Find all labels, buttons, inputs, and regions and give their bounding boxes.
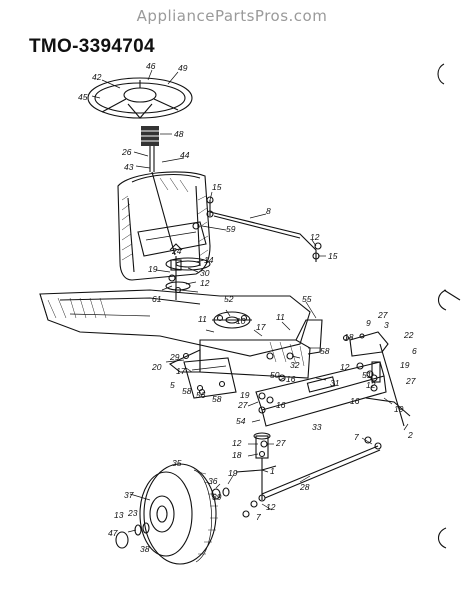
label-19b: 19: [400, 360, 410, 370]
label-19c: 19: [240, 390, 250, 400]
label-8: 8: [266, 206, 271, 216]
label-11a: 11: [198, 314, 207, 324]
label-14: 14: [204, 255, 214, 265]
label-50: 50: [270, 370, 280, 380]
label-11b: 11: [276, 312, 285, 322]
label-5: 5: [170, 380, 175, 390]
label-61: 61: [152, 294, 162, 304]
label-58c: 58: [212, 394, 222, 404]
binder-tick: [443, 289, 461, 301]
label-32: 32: [290, 360, 300, 370]
label-42: 42: [92, 72, 102, 82]
label-49: 49: [178, 63, 188, 73]
label-31: 31: [330, 378, 340, 388]
drag-link[interactable]: [206, 200, 320, 262]
label-35: 35: [172, 458, 182, 468]
label-15b: 15: [328, 251, 338, 261]
label-12c: 12: [340, 362, 350, 372]
front-axle[interactable]: [255, 361, 387, 427]
label-22: 22: [403, 330, 414, 340]
label-51: 51: [362, 370, 372, 380]
label-33: 33: [312, 422, 322, 432]
label-16c: 16: [276, 400, 286, 410]
label-15a: 15: [212, 182, 222, 192]
label-18a: 18: [344, 332, 354, 342]
frame-platform[interactable]: [39, 289, 311, 357]
label-38: 38: [140, 544, 150, 554]
label-23: 23: [127, 508, 138, 518]
dash-console[interactable]: [117, 171, 211, 281]
label-17b: 17: [176, 366, 186, 376]
left-bracket[interactable]: [183, 357, 237, 399]
label-58a: 58: [320, 346, 330, 356]
label-16a: 16: [286, 374, 296, 384]
label-12e: 12: [232, 438, 242, 448]
label-24: 24: [171, 246, 182, 256]
leader-lines: [91, 69, 409, 533]
label-52: 52: [224, 294, 234, 304]
label-9: 9: [366, 318, 371, 328]
label-58b: 58: [182, 386, 192, 396]
steering-wheel[interactable]: [87, 77, 193, 119]
label-26: 26: [121, 147, 132, 157]
label-12b: 12: [200, 278, 210, 288]
tie-rod[interactable]: [261, 442, 382, 499]
label-46: 46: [146, 61, 156, 71]
label-54: 54: [236, 416, 246, 426]
label-55: 55: [302, 294, 312, 304]
label-12d: 12: [366, 380, 376, 390]
label-39: 39: [212, 492, 222, 502]
hub-cap[interactable]: [115, 531, 129, 549]
label-29: 29: [169, 352, 180, 362]
label-27b: 27: [405, 376, 416, 386]
label-37: 37: [124, 490, 134, 500]
label-56: 56: [196, 390, 206, 400]
label-3: 3: [384, 320, 389, 330]
fasteners: [168, 196, 378, 518]
model-number-title: TMO-3394704: [29, 36, 155, 57]
label-36: 36: [208, 476, 218, 486]
label-13: 13: [114, 510, 124, 520]
label-59: 59: [226, 224, 236, 234]
binder-mark-middle: [437, 289, 447, 311]
steering-boot[interactable]: [141, 126, 159, 146]
label-47: 47: [108, 528, 118, 538]
label-30: 30: [200, 268, 210, 278]
binder-mark-bottom: [437, 527, 447, 549]
label-27c: 27: [237, 400, 248, 410]
label-10: 10: [236, 316, 246, 326]
label-48: 48: [174, 129, 184, 139]
front-wheel[interactable]: [139, 463, 218, 565]
label-43: 43: [124, 162, 134, 172]
label-18b: 18: [232, 450, 242, 460]
label-45: 45: [78, 92, 88, 102]
callout-labels: 46 42 49 45 48 26 44 43 15 8 59 12 15 24…: [78, 61, 417, 554]
label-28: 28: [299, 482, 310, 492]
binder-mark-top: [437, 63, 445, 85]
label-1: 1: [270, 466, 275, 476]
label-17a: 17: [256, 322, 266, 332]
label-12a: 12: [310, 232, 320, 242]
label-7a: 7: [354, 432, 359, 442]
label-27a: 27: [377, 310, 388, 320]
label-12f: 12: [266, 502, 276, 512]
label-19e: 19: [228, 468, 238, 478]
front-frame[interactable]: [168, 319, 323, 379]
right-spindle[interactable]: [349, 331, 411, 427]
label-6: 6: [412, 346, 417, 356]
site-watermark: AppliancePartsPros.com: [136, 7, 328, 25]
label-44: 44: [180, 150, 190, 160]
label-27d: 27: [275, 438, 286, 448]
label-19a: 19: [148, 264, 158, 274]
label-7b: 7: [256, 512, 261, 522]
label-20: 20: [151, 362, 162, 372]
label-2: 2: [407, 430, 413, 440]
label-16b: 16: [350, 396, 360, 406]
label-19d: 19: [394, 404, 404, 414]
